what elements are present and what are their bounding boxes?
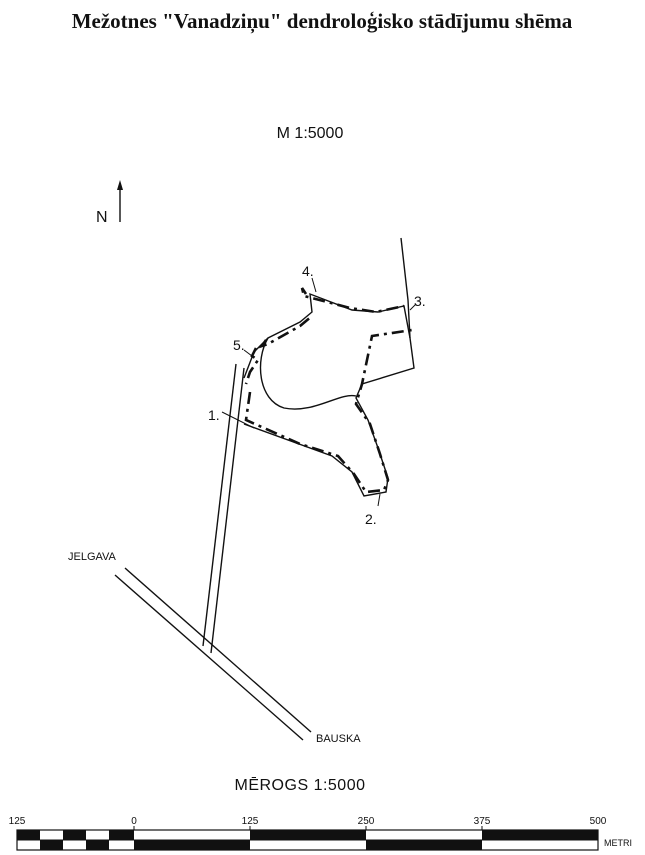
- scale-bar: [16, 826, 599, 851]
- planting-marker-5: 5.: [233, 337, 245, 353]
- place-label-jelgava: JELGAVA: [68, 551, 117, 563]
- scale-tick-label: 125: [9, 816, 26, 827]
- map-title: Mežotnes "Vanadziņu" dendroloģisko stādī…: [72, 9, 573, 34]
- north-arrow: N: [96, 180, 123, 226]
- north-label: N: [96, 209, 108, 226]
- planting-marker-1: 1.: [208, 407, 220, 423]
- planting-marker-2: 2.: [365, 511, 377, 527]
- scale-bar-caption: MĒROGS 1:5000: [235, 776, 366, 794]
- planting-marker-4: 4.: [302, 263, 314, 279]
- scale-bar-unit: METRI: [604, 838, 632, 848]
- site-outline: [243, 292, 415, 497]
- scale-tick-label: 500: [590, 816, 607, 827]
- planting-strips: [244, 287, 413, 494]
- marker-leaders: [221, 277, 417, 507]
- scale-tick-label: 250: [358, 816, 375, 827]
- place-label-bauska: BAUSKA: [316, 733, 361, 745]
- road-network: [114, 237, 411, 741]
- scale-ratio-label: M 1:5000: [277, 125, 344, 142]
- scale-tick-label: 375: [474, 816, 491, 827]
- scale-tick-label: 125: [242, 816, 259, 827]
- planting-marker-3: 3.: [414, 293, 426, 309]
- scale-tick-label: 0: [131, 816, 137, 827]
